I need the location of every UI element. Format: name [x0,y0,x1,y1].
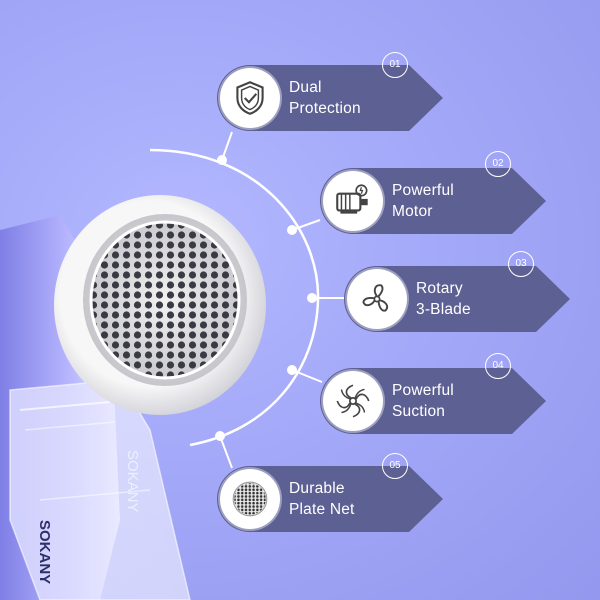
feature-number: 03 [508,251,534,277]
feature-powerful-suction: Powerful Suction [320,368,546,434]
svg-text:SOKANY: SOKANY [124,450,141,513]
feature-number: 05 [382,453,408,479]
feature-dual-protection: Dual Protection [217,65,443,131]
feature-label: Powerful Suction [392,380,454,422]
feature-label: Durable Plate Net [289,478,355,520]
feature-label: Powerful Motor [392,180,454,222]
feature-label-line2: Suction [392,403,446,420]
suction-swirl-icon [323,371,383,431]
mesh-plate-icon [220,469,280,529]
feature-rotary-3-blade: Rotary 3-Blade [344,266,570,332]
feature-label: Rotary 3-Blade [416,278,471,320]
feature-label-line1: Durable [289,480,345,497]
feature-label-line1: Rotary [416,280,463,297]
three-blade-fan-icon [347,269,407,329]
motor-icon [323,171,383,231]
feature-number: 01 [382,52,408,78]
feature-number: 02 [485,151,511,177]
feature-number: 04 [485,353,511,379]
feature-label-line2: Motor [392,203,433,220]
feature-label-line2: Protection [289,100,361,117]
feature-powerful-motor: Powerful Motor [320,168,546,234]
feature-label-line2: 3-Blade [416,301,471,318]
feature-label-line1: Powerful [392,382,454,399]
feature-label: Dual Protection [289,77,361,119]
shield-check-icon [220,68,280,128]
feature-durable-plate-net: Durable Plate Net [217,466,443,532]
feature-label-line1: Powerful [392,182,454,199]
brand-logo: SOKANY [36,520,53,584]
feature-label-line1: Dual [289,79,322,96]
feature-label-line2: Plate Net [289,501,355,518]
